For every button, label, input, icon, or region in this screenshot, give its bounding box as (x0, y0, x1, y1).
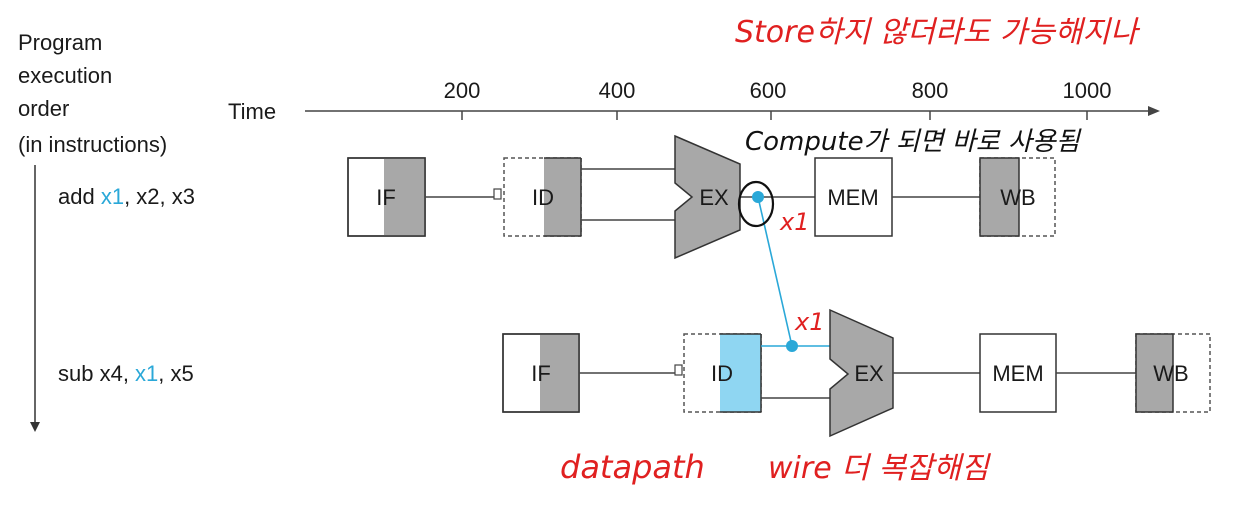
forward-dest-dot (786, 340, 798, 352)
order-label-line-1: Program (18, 30, 102, 55)
annotation-top-note: Store하지 않더라도 가능해지나 (735, 15, 1141, 50)
ex-stage-label: EX (854, 361, 884, 386)
forward-source-dot (752, 191, 764, 203)
order-label-line-4: (in instructions) (18, 132, 167, 157)
tick-label-600: 600 (750, 78, 787, 103)
ex-stage-label: EX (699, 185, 729, 210)
time-label: Time (228, 99, 276, 124)
if-stage-label: IF (531, 361, 551, 386)
id-stage-shade (544, 158, 581, 236)
program-order-label: Program execution order (in instructions… (18, 30, 167, 157)
forward-label-x1-bottom: x1 (794, 308, 824, 336)
if-stage-shade (384, 158, 425, 236)
forward-label-x1-top: x1 (779, 208, 809, 236)
tick-label-1000: 1000 (1063, 78, 1112, 103)
tick-label-400: 400 (599, 78, 636, 103)
wb-stage-shade (979, 157, 1020, 237)
if-stage-shade (540, 334, 579, 412)
ex-alu-shape (674, 134, 741, 260)
instruction-add: add x1, x2, x3 (58, 184, 195, 209)
annotation-compute-note: Compute가 되면 바로 사용됨 (745, 127, 1082, 157)
instruction-sub: sub x4, x1, x5 (58, 361, 194, 386)
mem-stage-box (979, 333, 1057, 413)
mem-stage-label: MEM (992, 361, 1043, 386)
if-stage-label: IF (376, 185, 396, 210)
order-label-line-2: execution (18, 63, 112, 88)
time-ticks: 200 400 600 800 1000 (444, 78, 1112, 120)
id-stage-highlight (720, 334, 761, 412)
mem-stage-box (814, 157, 893, 237)
time-axis-arrowhead (1148, 106, 1160, 116)
pipeline-row-add: IF ID EX MEM WB (347, 134, 1056, 260)
circled-ex-output (737, 180, 775, 228)
annotation-datapath: datapath (560, 448, 705, 486)
order-label-line-3: order (18, 96, 69, 121)
wb-stage-label: WB (1000, 185, 1035, 210)
id-stage-label: ID (532, 185, 554, 210)
pipeline-row-sub: IF ID EX MEM WB (502, 308, 1211, 438)
annotation-wire-complex: wire 더 복잡해짐 (768, 451, 991, 486)
forwarding-path (737, 180, 798, 352)
mem-stage-label: MEM (827, 185, 878, 210)
wb-stage-label: WB (1153, 361, 1188, 386)
ex-alu-shape (829, 308, 894, 438)
id-stage-label: ID (711, 361, 733, 386)
id-clock-notch (674, 364, 683, 376)
id-clock-notch (493, 188, 502, 200)
forwarding-wire (757, 196, 793, 347)
tick-label-200: 200 (444, 78, 481, 103)
wb-stage-shade (1135, 333, 1174, 413)
order-arrow-head (30, 422, 40, 432)
tick-label-800: 800 (912, 78, 949, 103)
